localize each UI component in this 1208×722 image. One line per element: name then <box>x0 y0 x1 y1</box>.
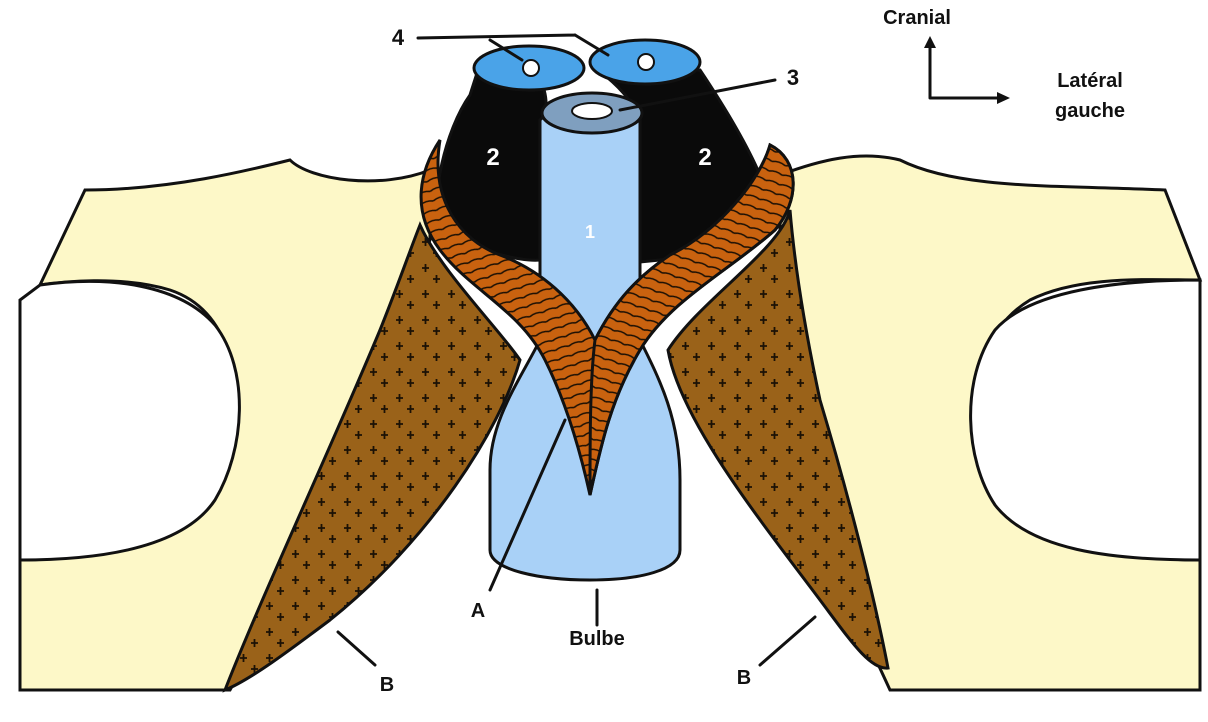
label-2-right: 2 <box>698 144 711 171</box>
label-2-left: 2 <box>486 144 499 171</box>
artery-left <box>523 60 539 76</box>
label-bulbe: Bulbe <box>569 628 625 650</box>
arrowhead-right-icon <box>997 92 1010 104</box>
orientation-axis <box>930 42 1005 98</box>
arrowhead-up-icon <box>924 36 936 48</box>
artery-right <box>638 54 654 70</box>
urethra-lumen <box>572 103 612 119</box>
label-4: 4 <box>392 25 405 50</box>
label-3: 3 <box>787 65 799 90</box>
label-b-right: B <box>737 667 751 689</box>
label-gauche: gauche <box>1055 100 1125 122</box>
label-b-left: B <box>380 674 394 696</box>
label-cranial: Cranial <box>883 7 951 29</box>
label-1: 1 <box>585 222 595 242</box>
label-a: A <box>471 600 485 622</box>
arrow-b-left <box>338 632 375 665</box>
arrow-b-right <box>760 617 815 665</box>
label-lateral: Latéral <box>1057 70 1123 92</box>
